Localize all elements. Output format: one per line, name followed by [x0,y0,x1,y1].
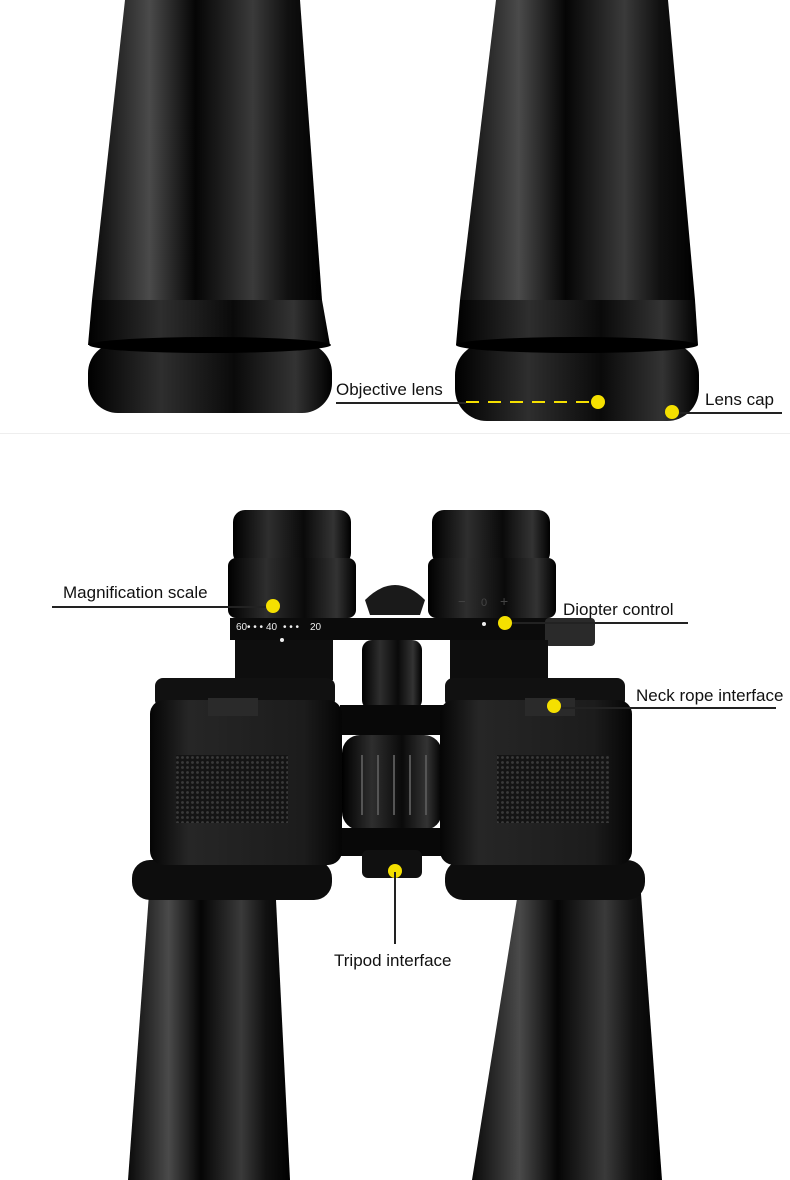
diopter-control-leader [507,622,688,624]
tripod-interface-label: Tripod interface [334,951,452,970]
lens-cap-marker [665,405,679,419]
svg-text:−: − [458,594,466,609]
mag-mark-20: 20 [310,622,322,633]
svg-text:0: 0 [481,597,487,609]
right-grip-texture [497,755,609,823]
diopter-control-marker [498,616,512,630]
left-objective-tube [88,0,332,413]
svg-text:• • •: • • • [247,622,264,633]
objective-lens-marker [591,395,605,409]
neck-rope-interface-label: Neck rope interface [636,686,784,705]
left-grip-texture [176,755,288,823]
magnification-scale-leader [52,606,274,608]
magnification-scale-label: Magnification scale [63,583,208,602]
magnification-scale-marker [266,599,280,613]
lens-cap-label: Lens cap [705,390,774,409]
objective-lens-dashed-leader [466,401,591,403]
diopter-control-label: Diopter control [563,600,674,619]
objective-lens-label: Objective lens [336,380,443,399]
right-objective-tube [455,0,699,421]
mag-mark-60: 60 [236,622,248,633]
lens-cap-leader [676,412,782,414]
panel-divider [0,433,790,434]
focus-wheel [342,735,442,830]
svg-text:• • •: • • • [283,622,300,633]
svg-text:+: + [500,593,508,609]
tripod-interface-leader [394,872,396,944]
mag-mark-40: 40 [266,622,278,633]
neck-rope-interface-leader [556,707,776,709]
neck-rope-interface-marker [547,699,561,713]
tripod-interface-marker [388,864,402,878]
objective-lens-leader [336,402,466,404]
